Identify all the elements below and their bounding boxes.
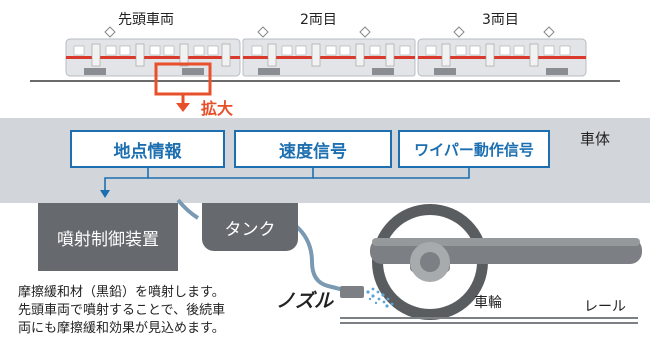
train-car-1 <box>65 38 241 77</box>
car-label-lead: 先頭車両 <box>118 12 174 28</box>
control-pipe <box>176 198 200 220</box>
pantograph-icon <box>453 26 465 38</box>
pantograph-icon <box>104 26 116 38</box>
description-line: 摩擦緩和材（黒鉛）を噴射します。 <box>18 285 225 300</box>
rail-label: レール <box>584 299 626 315</box>
tank: タンク <box>202 203 298 251</box>
nozzle <box>340 286 364 298</box>
feed-pipe <box>294 224 345 292</box>
signal-connector <box>313 168 470 179</box>
signal-arrow-head <box>100 190 110 198</box>
description-line: 先頭車両で噴射することで、後続車 <box>18 303 226 318</box>
zoom-arrow-head <box>176 103 190 112</box>
wheel-assembly <box>370 204 642 320</box>
nozzle-label: ノズル <box>276 290 334 312</box>
spray-particles <box>366 287 394 308</box>
signal-box-wiper: ワイパー動作信号 <box>398 130 550 168</box>
description-line: 両にも摩擦緩和効果が見込めます。 <box>18 321 225 336</box>
car-label-second: 2両目 <box>300 12 337 28</box>
pantograph-icon <box>543 26 555 38</box>
injection-controller: 噴射制御装置 <box>38 203 178 271</box>
description: 摩擦緩和材（黒鉛）を噴射します。 先頭車両で噴射することで、後続車 両にも摩擦緩… <box>18 284 225 338</box>
pantograph-icon <box>257 26 269 38</box>
body-label: 車体 <box>580 130 611 148</box>
train-car-2 <box>242 38 416 77</box>
signal-box-location: 地点情報 <box>70 130 225 168</box>
train-car-3 <box>417 38 587 77</box>
signal-box-speed: 速度信号 <box>234 130 392 168</box>
zoom-label: 拡大 <box>201 99 234 118</box>
signal-connector <box>104 168 149 192</box>
wheel-label: 車輪 <box>474 295 502 311</box>
pantograph-icon <box>359 26 371 38</box>
car-label-third: 3両目 <box>482 12 519 28</box>
train <box>65 26 587 77</box>
